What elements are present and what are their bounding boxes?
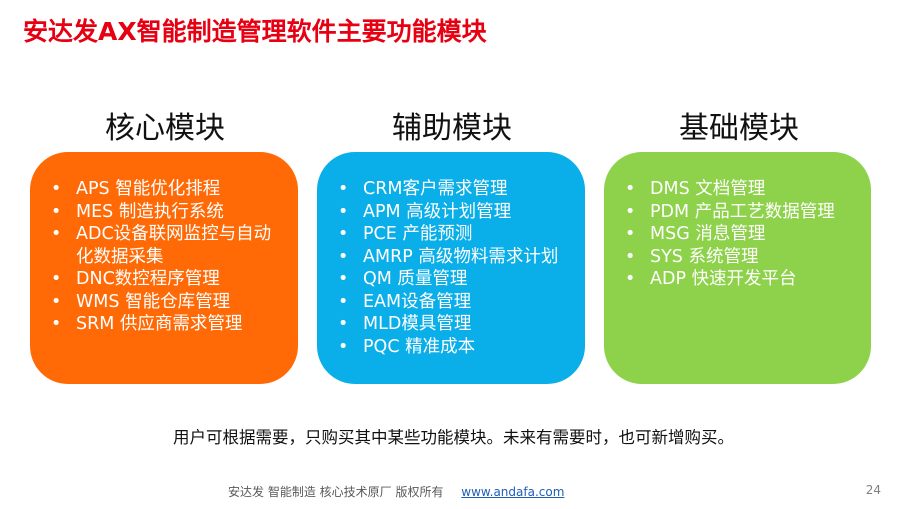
purchase-note: 用户可根据需要，只购买其中某些功能模块。未来有需要时，也可新增购买。 <box>173 428 734 447</box>
basic-modules-card: DMS 文档管理 PDM 产品工艺数据管理 MSG 消息管理 SYS 系统管理 … <box>604 152 871 384</box>
heading-auxiliary-modules: 辅助模块 <box>392 111 512 146</box>
list-item: AMRP 高级物料需求计划 <box>333 246 575 269</box>
list-item: MSG 消息管理 <box>620 223 861 246</box>
auxiliary-modules-card: CRM客户需求管理 APM 高级计划管理 PCE 产能预测 AMRP 高级物料需… <box>317 152 585 384</box>
heading-core-modules: 核心模块 <box>105 111 225 146</box>
list-item: ADP 快速开发平台 <box>620 268 861 291</box>
list-item: DNC数控程序管理 <box>46 268 288 291</box>
list-item: SRM 供应商需求管理 <box>46 313 288 336</box>
list-item: MLD模具管理 <box>333 313 575 336</box>
footer: 安达发 智能制造 核心技术原厂 版权所有 www.andafa.com <box>228 483 564 500</box>
list-item: CRM客户需求管理 <box>333 178 575 201</box>
core-modules-card: APS 智能优化排程 MES 制造执行系统 ADC设备联网监控与自动化数据采集 … <box>30 152 298 384</box>
footer-text: 安达发 智能制造 核心技术原厂 版权所有 <box>228 485 444 499</box>
list-item: DMS 文档管理 <box>620 178 861 201</box>
slide-title: 安达发AX智能制造管理软件主要功能模块 <box>23 17 487 46</box>
list-item: QM 质量管理 <box>333 268 575 291</box>
heading-basic-modules: 基础模块 <box>679 111 799 146</box>
page-number: 24 <box>865 483 881 497</box>
website-link[interactable]: www.andafa.com <box>461 485 565 499</box>
list-item: SYS 系统管理 <box>620 246 861 269</box>
list-item: WMS 智能仓库管理 <box>46 291 288 314</box>
basic-modules-list: DMS 文档管理 PDM 产品工艺数据管理 MSG 消息管理 SYS 系统管理 … <box>620 178 861 291</box>
list-item: MES 制造执行系统 <box>46 201 288 224</box>
list-item: PCE 产能预测 <box>333 223 575 246</box>
list-item: APM 高级计划管理 <box>333 201 575 224</box>
list-item: PQC 精准成本 <box>333 336 575 359</box>
list-item: APS 智能优化排程 <box>46 178 288 201</box>
list-item: ADC设备联网监控与自动化数据采集 <box>46 223 288 268</box>
list-item: PDM 产品工艺数据管理 <box>620 201 861 224</box>
auxiliary-modules-list: CRM客户需求管理 APM 高级计划管理 PCE 产能预测 AMRP 高级物料需… <box>333 178 575 358</box>
core-modules-list: APS 智能优化排程 MES 制造执行系统 ADC设备联网监控与自动化数据采集 … <box>46 178 288 336</box>
list-item: EAM设备管理 <box>333 291 575 314</box>
